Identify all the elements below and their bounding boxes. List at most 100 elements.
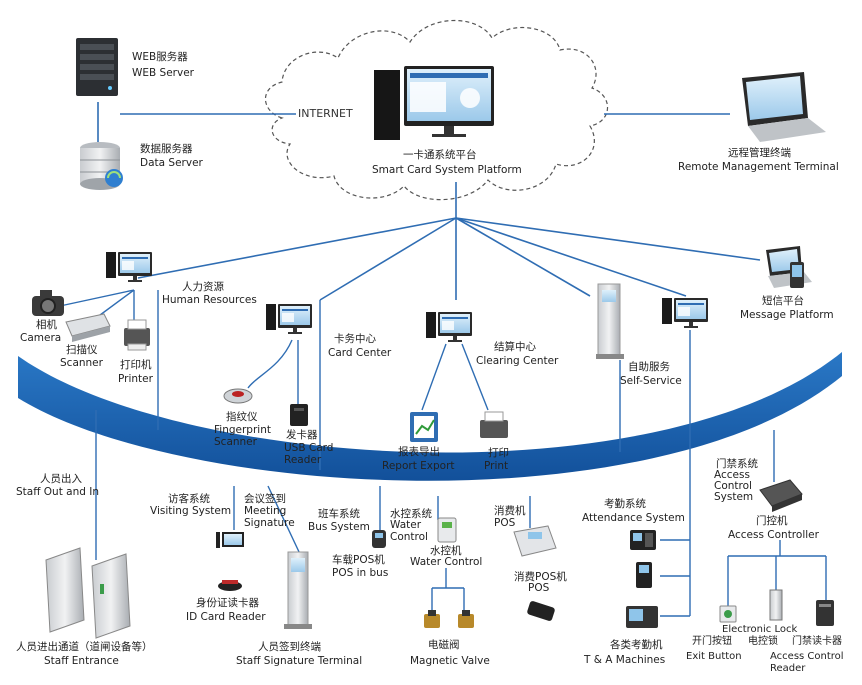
usb-card-reader-icon xyxy=(290,404,308,426)
platform-links xyxy=(137,182,761,301)
scanner-icon xyxy=(65,313,111,342)
water-unit-cn: 水控机 xyxy=(430,544,462,557)
clearing-en: Clearing Center xyxy=(476,355,559,367)
water-ctrl-en1: Water xyxy=(390,519,422,531)
exit-btn-cn: 开门按钮 xyxy=(692,634,732,647)
water-ctrl-en2: Control xyxy=(390,531,428,543)
printer-cn: 打印机 xyxy=(120,358,152,371)
valve-cn: 电磁阀 xyxy=(428,638,460,651)
message-platform-icon xyxy=(766,246,812,288)
meeting-cn: 会议签到 xyxy=(244,492,286,505)
water-ctrl-cn: 水控系统 xyxy=(390,507,432,520)
scanner-en: Scanner xyxy=(60,357,104,369)
visiting-computer-icon xyxy=(216,532,244,548)
fingerprint-en1: Fingerprint xyxy=(214,424,271,436)
card-center-en: Card Center xyxy=(328,347,392,359)
electronic-lock-icon xyxy=(769,589,783,621)
mobile-pos-cn: 消费POS机 xyxy=(514,570,567,583)
water-control-unit-icon xyxy=(437,517,457,543)
usb-reader-cn: 发卡器 xyxy=(286,428,318,441)
internet-label: INTERNET xyxy=(298,107,353,120)
valve-en: Magnetic Valve xyxy=(410,655,490,667)
link-meeting xyxy=(267,485,301,555)
usb-reader-en1: USB Card xyxy=(284,442,333,454)
staff-entrance-gate-icon xyxy=(45,547,131,639)
data-server-en: Data Server xyxy=(140,157,204,169)
ta-en: T & A Machines xyxy=(583,654,665,666)
pos-en: POS xyxy=(494,517,516,529)
self-service-kiosk-icon xyxy=(596,283,624,359)
entrance-en: Staff Entrance xyxy=(44,655,119,667)
usb-reader-en2: Reader xyxy=(284,454,322,466)
data-server-icon xyxy=(80,142,123,190)
camera-en: Camera xyxy=(20,332,61,344)
elock-en: Electronic Lock xyxy=(722,624,797,635)
ta-cn: 各类考勤机 xyxy=(610,638,663,651)
web-server-cn: WEB服务器 xyxy=(132,50,188,63)
meeting-en1: Meeting xyxy=(244,505,286,517)
camera-icon xyxy=(32,290,64,316)
pos-bus-cn: 车载POS机 xyxy=(332,553,385,566)
card-center-computer-icon xyxy=(266,304,312,334)
hr-computer-icon xyxy=(106,252,152,282)
pos-terminal-icon xyxy=(513,525,557,557)
exit-btn-en: Exit Button xyxy=(686,651,742,662)
printer-icon xyxy=(124,319,150,351)
network-cn: TCP/IP 网络 xyxy=(333,480,399,495)
staff-out-cn: 人员出入 xyxy=(40,472,82,485)
access-sys-en1: Access xyxy=(714,469,750,481)
bus-cn: 班车系统 xyxy=(318,507,360,520)
platform-computer-icon xyxy=(374,66,494,140)
sign-term-cn: 人员签到终端 xyxy=(258,640,321,653)
access-links xyxy=(727,540,827,606)
valve-links xyxy=(431,568,465,614)
ta-links xyxy=(660,444,691,617)
report-cn: 报表导出 xyxy=(398,445,440,458)
elock-cn: 电控锁 xyxy=(748,634,778,647)
entrance-cn: 人员进出通道（道闸设备等） xyxy=(16,640,153,653)
camera-cn: 相机 xyxy=(36,318,57,331)
scanner-cn: 扫描仪 xyxy=(66,343,98,356)
platform-cn: 一卡通系统平台 xyxy=(403,148,477,161)
access-ctrl-en: Access Controller xyxy=(728,529,820,541)
link-fingerprint xyxy=(247,339,293,389)
link-camera xyxy=(59,289,135,307)
link-print xyxy=(461,343,489,411)
link-report xyxy=(421,343,447,411)
exit-button-icon xyxy=(719,605,737,623)
attendance-en: Attendance System xyxy=(582,512,685,524)
visiting-en: Visiting System xyxy=(150,505,231,517)
ac-reader-cn: 门禁读卡器 xyxy=(792,634,842,647)
web-server-icon xyxy=(76,38,118,96)
self-service-cn: 自助服务 xyxy=(628,360,670,373)
card-center-cn: 卡务中心 xyxy=(334,332,376,345)
platform-en: Smart Card System Platform xyxy=(372,164,522,176)
staff-out-en: Staff Out and In xyxy=(16,486,99,498)
link-scanner xyxy=(95,289,135,319)
pos-in-bus-icon xyxy=(372,530,386,548)
water-unit-en: Water Control xyxy=(410,556,482,568)
hr-en: Human Resources xyxy=(162,294,257,306)
clearing-computer-icon xyxy=(426,312,472,342)
mobile-pos-icon xyxy=(527,601,555,621)
fingerprint-cn: 指纹仪 xyxy=(226,410,258,423)
hr-cn: 人力资源 xyxy=(182,280,224,293)
sign-term-en: Staff Signature Terminal xyxy=(236,655,362,667)
print-printer-icon xyxy=(480,411,508,438)
ta-machine-icon-1 xyxy=(630,530,656,550)
ta-machine-icon-2 xyxy=(636,562,652,588)
data-server-cn: 数据服务器 xyxy=(140,142,193,155)
print-cn: 打印 xyxy=(488,446,509,459)
id-reader-cn: 身份证读卡器 xyxy=(196,596,259,609)
access-sys-cn: 门禁系统 xyxy=(716,457,758,470)
access-ctrl-cn: 门控机 xyxy=(756,514,788,527)
network-en: TCP/IP Network xyxy=(439,481,531,495)
meeting-en2: Signature xyxy=(244,517,295,529)
mobile-pos-en: POS xyxy=(528,582,550,594)
print-en: Print xyxy=(484,460,508,472)
attendance-computer-icon xyxy=(662,298,708,328)
fingerprint-en2: Scanner xyxy=(214,436,258,448)
clearing-cn: 结算中心 xyxy=(494,340,536,353)
